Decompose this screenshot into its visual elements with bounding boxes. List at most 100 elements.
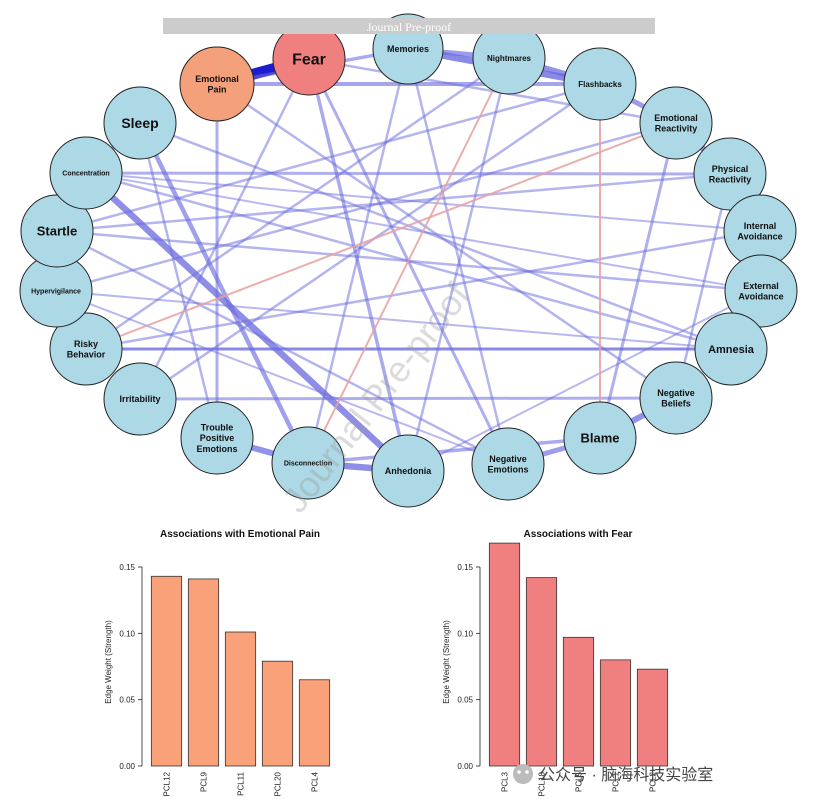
x-tick-label: PCL12 bbox=[163, 771, 172, 796]
chart-title: Associations with Emotional Pain bbox=[160, 529, 320, 540]
y-tick-label: 0.10 bbox=[457, 629, 473, 638]
edge-fear-anhedonia bbox=[307, 58, 410, 472]
edge-phys_react-startle bbox=[56, 172, 731, 233]
bar-pcl9 bbox=[187, 578, 220, 767]
y-tick-label: 0.00 bbox=[119, 762, 135, 771]
y-tick-label: 0.10 bbox=[119, 629, 135, 638]
node-sleep: Sleep bbox=[103, 86, 177, 160]
node-circle bbox=[563, 401, 637, 475]
edge-irritability-flashbacks bbox=[139, 82, 601, 401]
edge-int_avoid-risky bbox=[85, 229, 761, 351]
network-edges bbox=[53, 45, 765, 475]
bar-pcl2 bbox=[636, 668, 669, 767]
node-circle bbox=[180, 401, 254, 475]
node-amnesia: Amnesia bbox=[694, 312, 768, 386]
wechat-icon bbox=[513, 764, 533, 784]
node-label: Hypervigilance bbox=[31, 288, 81, 295]
node-circle bbox=[694, 312, 768, 386]
x-tick-label: PCL11 bbox=[237, 771, 246, 795]
edge-neg_beliefs-irritability bbox=[139, 396, 677, 401]
node-circle bbox=[49, 312, 123, 386]
bar-pcl3 bbox=[488, 542, 521, 767]
edge-neg_emotions-memories bbox=[406, 48, 510, 465]
bar-pcl4 bbox=[298, 679, 331, 767]
edge-sleep-disconnection bbox=[137, 122, 311, 464]
chart-fear: Associations with Fear Edge Weight (Stre… bbox=[442, 529, 669, 796]
top-banner: Journal Pre-proof bbox=[163, 18, 655, 34]
node-label: Amnesia bbox=[708, 344, 755, 356]
node-label: Flashbacks bbox=[578, 80, 622, 89]
x-tick-label: PCL3 bbox=[501, 771, 510, 792]
edge-hypervig-amnesia bbox=[55, 290, 732, 350]
node-label: Memories bbox=[387, 44, 429, 54]
x-tick-label: PCL2 bbox=[649, 771, 658, 792]
edge-hypervig-neg_emotions bbox=[55, 290, 509, 465]
edge-nightmares-risky bbox=[85, 56, 510, 351]
node-circle bbox=[103, 362, 177, 436]
footer-text: 公众号 · 脑海科技实验室 bbox=[539, 766, 713, 784]
bar-pcl20 bbox=[261, 660, 294, 767]
edge-blame-disconnection bbox=[307, 436, 601, 465]
node-circle bbox=[179, 46, 255, 122]
node-fear: Fear bbox=[272, 22, 346, 96]
node-anhedonia: Anhedonia bbox=[371, 434, 445, 508]
node-concentration: Concentration bbox=[49, 136, 123, 210]
node-circle bbox=[371, 434, 445, 508]
node-flashbacks: Flashbacks bbox=[563, 47, 637, 121]
edge-trouble_pos-sleep bbox=[138, 122, 219, 439]
x-tick-label: PCL20 bbox=[274, 771, 283, 796]
node-startle: Startle bbox=[20, 194, 94, 268]
node-circle bbox=[693, 137, 767, 211]
edge-amnesia-sleep bbox=[139, 121, 732, 351]
y-tick-label: 0.00 bbox=[457, 762, 473, 771]
node-label: Anhedonia bbox=[385, 466, 432, 476]
y-tick-label: 0.15 bbox=[119, 563, 135, 572]
edge-nightmares-disconnection bbox=[307, 57, 510, 464]
network-nodes: FearMemoriesNightmaresFlashbacksEmotiona… bbox=[19, 13, 798, 508]
y-tick-label: 0.05 bbox=[457, 696, 473, 705]
wechat-icon-eye bbox=[525, 770, 529, 774]
x-tick-label: PCL9 bbox=[200, 771, 209, 792]
edge-anhedonia-ext_avoid bbox=[407, 290, 762, 472]
node-label: Concentration bbox=[62, 170, 109, 177]
node-circle bbox=[471, 427, 545, 501]
edge-phys_react-concentration bbox=[85, 171, 731, 176]
node-label: Blame bbox=[580, 431, 619, 446]
bar-pcl18 bbox=[525, 577, 558, 767]
node-label: Fear bbox=[292, 52, 326, 69]
x-tick-label: PCL18 bbox=[538, 771, 547, 796]
bar-pcl5 bbox=[562, 636, 595, 767]
x-tick-label: PCL5 bbox=[575, 771, 584, 792]
y-axis-label: Edge Weight (Strength) bbox=[442, 620, 451, 704]
y-axis-label: Edge Weight (Strength) bbox=[104, 620, 113, 704]
node-circle bbox=[49, 136, 123, 210]
node-circle bbox=[103, 86, 177, 160]
x-tick-label: PCL4 bbox=[311, 771, 320, 792]
y-tick-label: 0.05 bbox=[119, 696, 135, 705]
footer-watermark: 公众号 · 脑海科技实验室 bbox=[513, 764, 713, 784]
banner-bar bbox=[163, 18, 655, 34]
node-label: Startle bbox=[37, 224, 77, 239]
node-disconnection: Disconnection bbox=[271, 426, 345, 500]
node-label: Sleep bbox=[121, 115, 158, 131]
node-label: Nightmares bbox=[487, 54, 532, 63]
bar-pcl12 bbox=[150, 575, 183, 767]
edge-flashbacks-startle bbox=[56, 82, 601, 233]
